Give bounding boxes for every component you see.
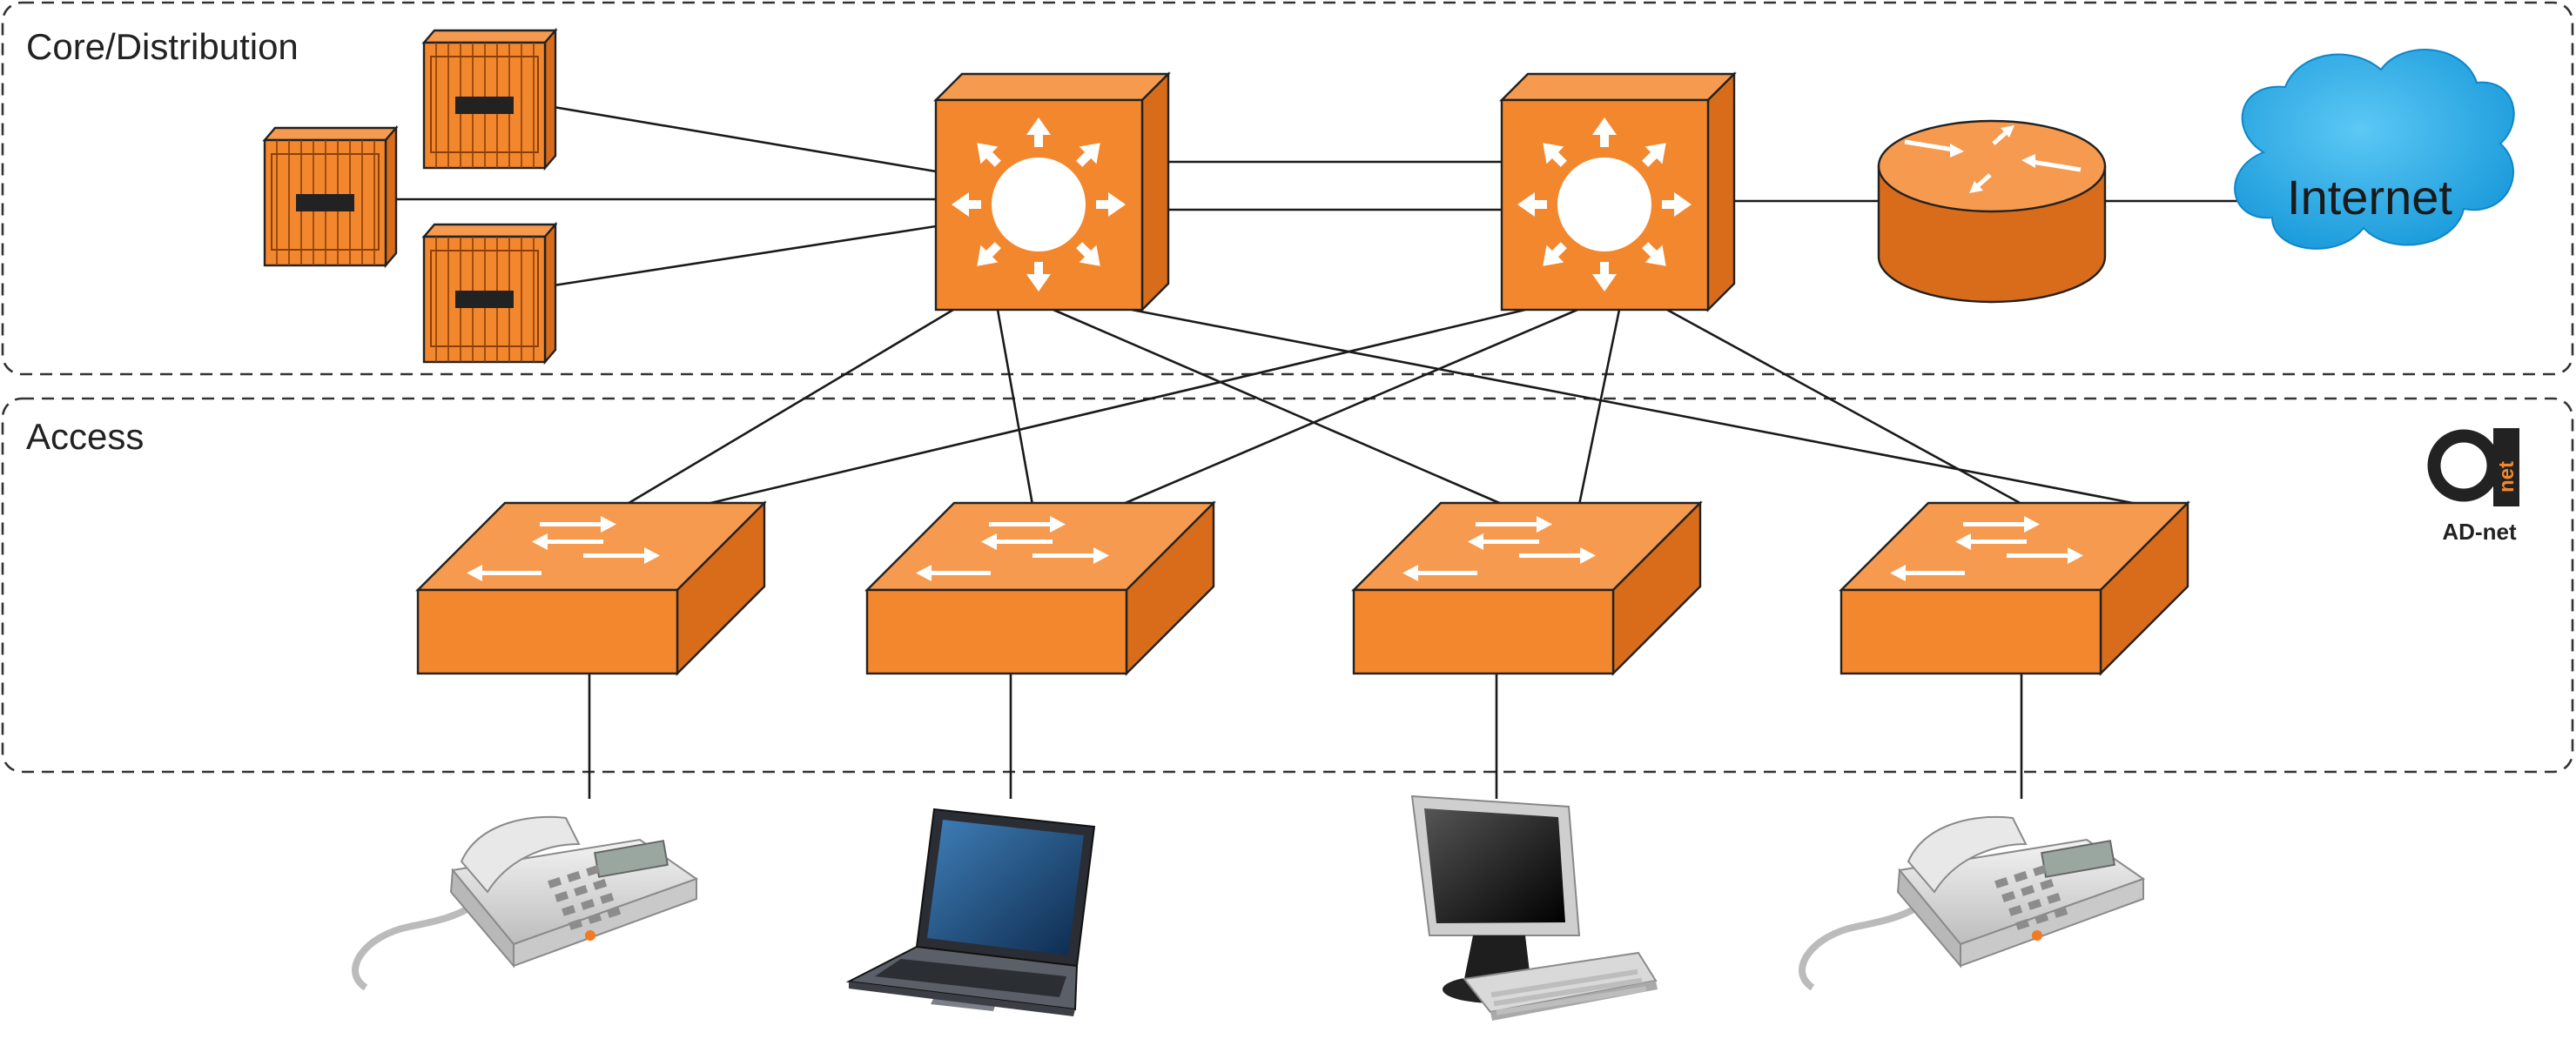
access-switch-1[interactable] — [415, 500, 767, 676]
link-core2-access2 — [1120, 308, 1578, 506]
core-switch-1[interactable] — [916, 71, 1171, 327]
server-2[interactable] — [262, 124, 399, 269]
server-1[interactable] — [421, 27, 558, 171]
laptop[interactable] — [845, 808, 1096, 1016]
link-core2-access4 — [1666, 308, 2024, 506]
access-label: Access — [26, 416, 144, 457]
core-distribution-label: Core/Distribution — [26, 26, 299, 67]
ad-net-logo: net AD-net — [2427, 428, 2519, 545]
server-3[interactable] — [421, 221, 558, 365]
link-server3-core1 — [553, 225, 937, 287]
link-core2-access1 — [703, 308, 1526, 506]
link-core1-access2 — [996, 309, 1034, 506]
core-distribution-zone — [1, 1, 2574, 376]
link-server1-core1 — [553, 105, 937, 173]
link-core1-access1 — [625, 308, 954, 506]
link-core2-access3 — [1577, 309, 1621, 506]
links — [396, 105, 2246, 799]
access-zone — [1, 397, 2574, 774]
logo-net-text: net — [2495, 461, 2519, 493]
router[interactable] — [1877, 119, 2107, 304]
link-core1-access4 — [1131, 308, 2142, 506]
ip-phone-2[interactable] — [1799, 815, 2146, 991]
desktop-computer[interactable] — [1410, 794, 1658, 1021]
internet-cloud[interactable]: Internet — [2234, 49, 2515, 250]
internet-label: Internet — [2287, 170, 2452, 225]
core-switch-2[interactable] — [1482, 71, 1737, 327]
link-core1-access3 — [1053, 308, 1504, 506]
access-switch-4[interactable] — [1839, 500, 2190, 676]
access-switch-3[interactable] — [1351, 500, 1703, 676]
logo-name: AD-net — [2442, 519, 2517, 545]
ip-phone-1[interactable] — [352, 815, 699, 991]
access-switch-2[interactable] — [864, 500, 1216, 676]
